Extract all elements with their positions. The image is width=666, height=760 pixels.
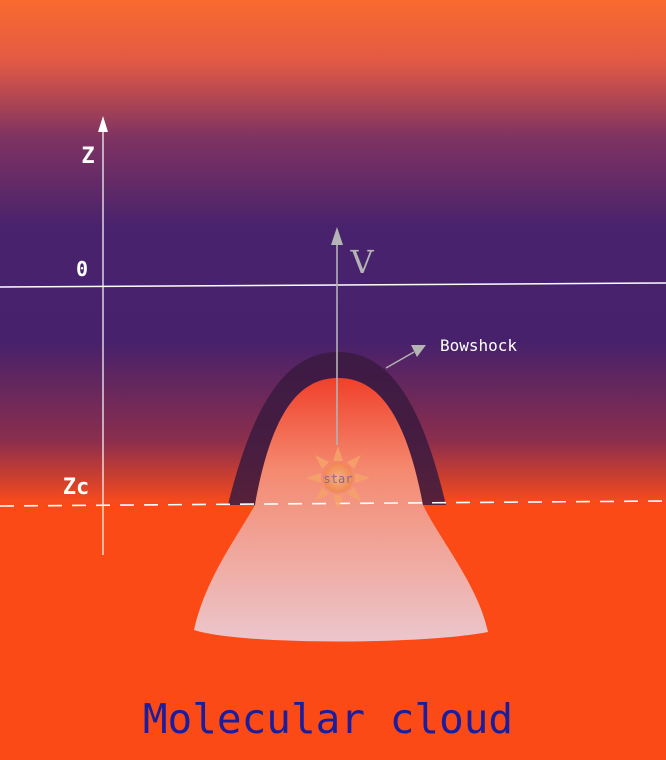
z-axis-label: Z xyxy=(81,144,94,169)
star-label: star xyxy=(324,472,353,486)
z-axis-arrowhead xyxy=(98,116,108,132)
velocity-label: V xyxy=(349,243,374,281)
zero-label: 0 xyxy=(76,257,88,281)
bowshock-label: Bowshock xyxy=(440,336,517,355)
star-icon xyxy=(306,446,370,510)
bowshock-pointer-arrowhead xyxy=(411,345,426,357)
zc-label: Zc xyxy=(63,475,90,500)
velocity-arrowhead xyxy=(331,227,343,245)
bowshock-pointer-line xyxy=(385,351,415,369)
zc-dashed-line xyxy=(0,500,666,507)
molecular-cloud-title: Molecular cloud xyxy=(143,695,513,743)
zero-line xyxy=(0,282,666,288)
wake-plume xyxy=(194,378,488,642)
bowshock-arc xyxy=(228,352,446,505)
